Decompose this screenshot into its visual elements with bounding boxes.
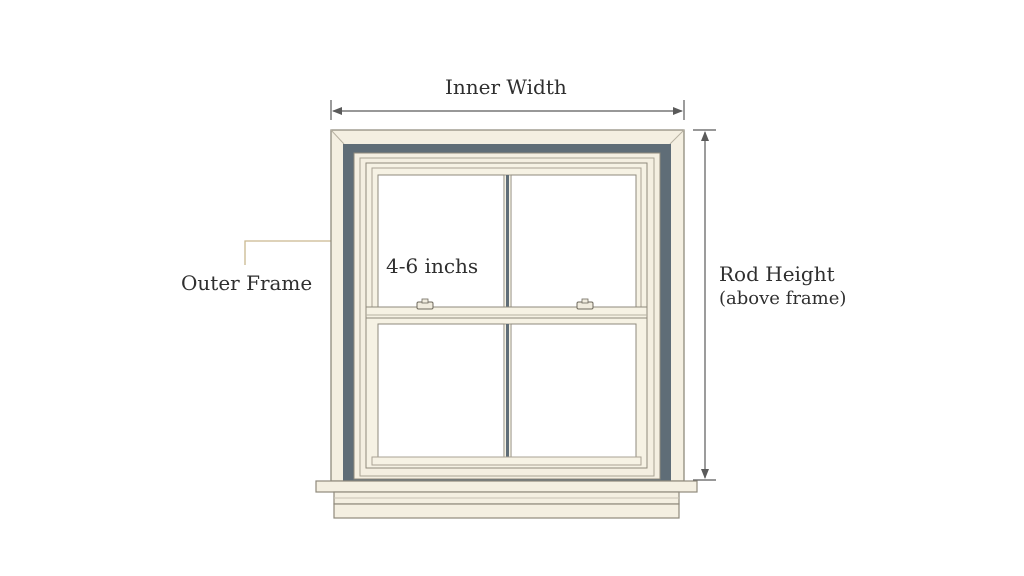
sash-lock-icon: [576, 298, 594, 310]
rod-height-dimension: [693, 129, 716, 481]
sash-lock-icon: [416, 298, 434, 310]
lower-sash: [365, 317, 648, 469]
window-sill: [315, 480, 698, 519]
glass-pane: [377, 323, 505, 458]
glass-pane: [377, 174, 505, 308]
inner-width-dimension: [330, 100, 685, 120]
inner-width-label: Inner Width: [445, 75, 567, 99]
glass-pane: [510, 323, 637, 458]
rod-height-label: Rod Height: [719, 262, 835, 286]
upper-sash: [365, 162, 648, 313]
measurement-label: 4-6 inchs: [386, 254, 479, 278]
outer-frame-label: Outer Frame: [181, 271, 313, 295]
rod-height-note: (above frame): [719, 288, 847, 309]
glass-pane: [510, 174, 637, 308]
